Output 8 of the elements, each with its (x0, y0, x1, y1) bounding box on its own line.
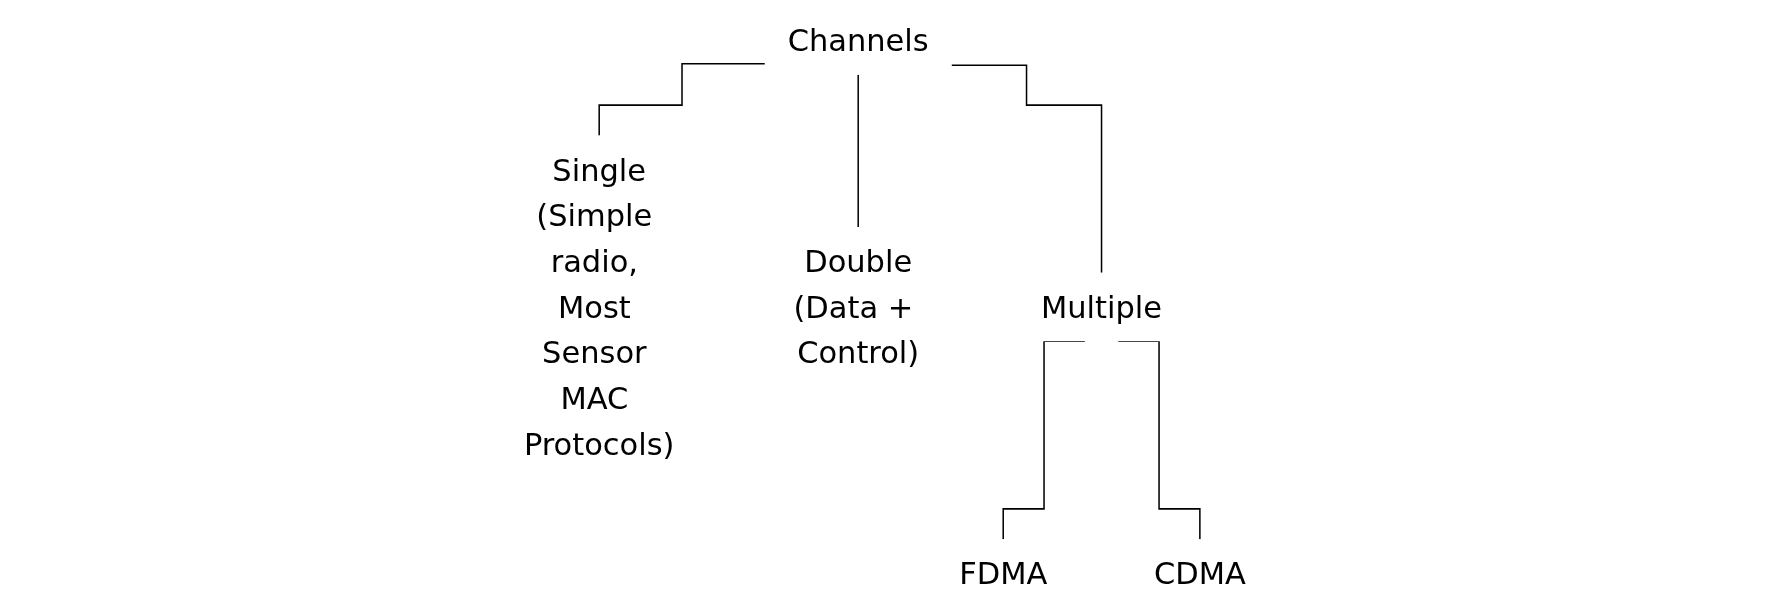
node-text: CDMA (1153, 556, 1246, 592)
connector (598, 62, 766, 137)
connector (857, 73, 859, 228)
node-text: FDMA (958, 556, 1047, 592)
node-text: Single (Simple radio, Most Sensor MAC Protocols) (523, 152, 675, 462)
connector (950, 64, 1102, 274)
node-text: Double (Data + Control) (793, 243, 919, 371)
node-text: Channels (787, 22, 929, 58)
